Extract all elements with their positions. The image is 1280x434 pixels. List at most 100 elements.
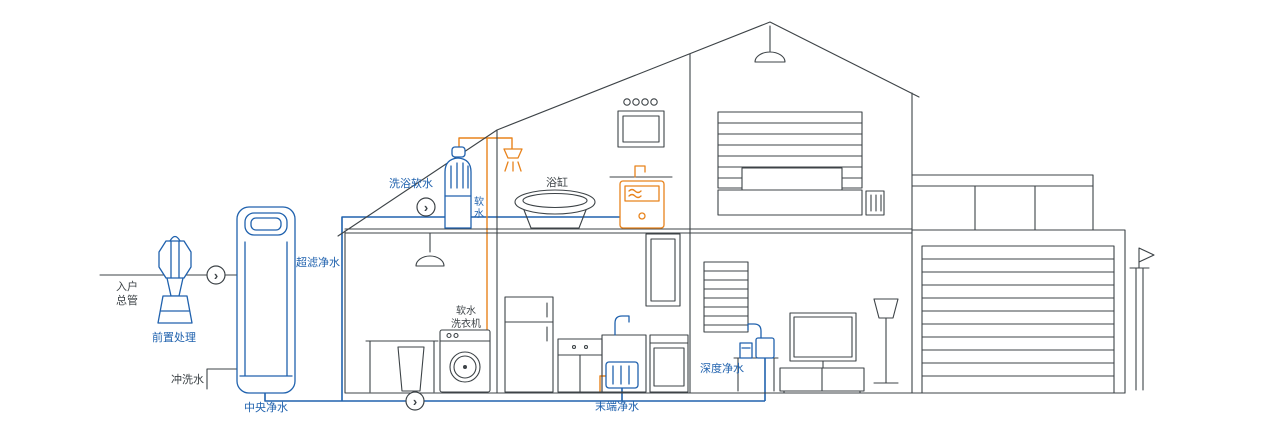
- bed-platform: [717, 189, 863, 216]
- cabinet-knob: [583, 344, 589, 350]
- central-purifier-screen: [250, 217, 282, 231]
- label-inlet-line2: 总管: [116, 293, 138, 307]
- label-washer-line1: 软水: [456, 304, 476, 317]
- desk: [365, 340, 439, 393]
- label-ultrafiltration: 超滤净水: [296, 255, 340, 269]
- soft-water-tank-waves: [628, 188, 642, 199]
- ultrafiltration-riser-pipe: [341, 216, 620, 401]
- washer-drum-center: [463, 365, 467, 369]
- flow-arrow-icon: ›: [424, 200, 428, 215]
- flow-marker: ›: [405, 391, 425, 411]
- pipes: [99, 137, 766, 402]
- vanity-faucet: [634, 165, 646, 178]
- wall-duct: [645, 233, 681, 307]
- soft-water-shower-pipe: [458, 137, 513, 149]
- living-pendant-lamp: [415, 232, 445, 267]
- walls-and-floors: [344, 53, 1126, 394]
- fridge-doors: [504, 302, 554, 342]
- softener-bottle: [444, 157, 472, 229]
- central-purifier-body: [236, 206, 296, 394]
- garage-roof-parapet: [911, 174, 1126, 394]
- water-equipment: [157, 146, 775, 394]
- pre-filter-waist: [166, 277, 184, 297]
- central-purifier-seams: [239, 241, 293, 377]
- bedroom-pendant-lamp: [754, 25, 786, 63]
- floor-lamp: [873, 298, 899, 384]
- soft-water-tank-body: [619, 180, 665, 229]
- label-bathtub: 浴缸: [546, 175, 568, 189]
- bathtub-pedestal: [523, 209, 587, 229]
- ro-cartridges: [612, 365, 630, 385]
- flow-arrow-icon: ›: [413, 394, 417, 409]
- shower-spray: [504, 161, 522, 172]
- mirror-cabinet: [617, 110, 665, 148]
- flow-arrow-icon: ›: [214, 268, 218, 283]
- headboard-slats: [717, 122, 863, 179]
- ro-feed-tube: [599, 375, 606, 392]
- dishwasher-door: [653, 347, 685, 387]
- roofline: [337, 21, 920, 237]
- labels: 入户 总管 前置处理 冲洗水 中央净水 超滤净水 洗浴软水 软 水 浴缸 软水 …: [116, 175, 744, 414]
- vent-pipe: [1129, 247, 1155, 391]
- label-soft-water-1: 软: [474, 195, 484, 208]
- label-inlet-line1: 入户: [116, 279, 138, 293]
- vanity-light: [641, 98, 649, 106]
- ro-purifier-unit: [605, 361, 639, 389]
- kitchen-faucet: [614, 315, 630, 336]
- flow-marker: ›: [416, 197, 436, 217]
- label-central-purifier: 中央净水: [244, 400, 288, 414]
- slatted-cabinet: [703, 261, 749, 333]
- bathtub-basin: [522, 192, 588, 209]
- washer-knob: [446, 332, 452, 339]
- bathtub-rim: [514, 189, 596, 215]
- house-structure: [337, 21, 1155, 394]
- label-washer-line2: 洗衣机: [451, 317, 481, 330]
- flow-marker: ›: [206, 265, 226, 285]
- slatted-cabinet-slats: [703, 270, 749, 326]
- washer-drum-inner: [453, 355, 477, 379]
- sink-cabinet: [601, 334, 647, 393]
- garage-door-slats: [921, 258, 1115, 377]
- soft-water-tank-knob: [638, 212, 646, 220]
- label-deep-purifier: 深度净水: [700, 361, 744, 375]
- water-dispenser-unit: [739, 323, 775, 359]
- label-flush-water: 冲洗水: [171, 372, 204, 386]
- tv: [789, 312, 857, 362]
- water-cup: [739, 342, 753, 359]
- bed-back: [741, 167, 843, 191]
- washing-machine: [439, 329, 491, 393]
- bedside-bin-slats: [870, 194, 882, 212]
- vanity-light: [650, 98, 658, 106]
- purified-water-bottom-pipe: [264, 393, 765, 402]
- garage-door: [921, 245, 1115, 394]
- label-prefilter: 前置处理: [152, 330, 196, 344]
- flush-pipe: [206, 368, 238, 390]
- kitchen-cabinet-doors: [557, 354, 603, 393]
- softener-detail: [444, 162, 472, 197]
- flow-markers: › › ›: [206, 197, 436, 411]
- dishwasher: [649, 334, 689, 393]
- label-soft-water-2: 水: [474, 208, 484, 220]
- soft-water-tank: [619, 180, 665, 229]
- vanity-light: [632, 98, 640, 106]
- label-terminal-purifier: 末端净水: [595, 399, 639, 413]
- softener-cap: [451, 146, 466, 158]
- furniture: [365, 25, 899, 394]
- shower-head-icon: [503, 148, 523, 159]
- wall-duct-inner: [650, 238, 676, 302]
- soft-water-tank-window: [624, 185, 660, 202]
- soft-water-fixtures: [503, 148, 665, 229]
- central-purifier-display: [244, 212, 288, 236]
- dispenser-body: [755, 337, 775, 359]
- fridge: [504, 296, 554, 393]
- ro-body: [605, 361, 639, 389]
- vanity-light: [623, 98, 631, 106]
- mirror-glass: [622, 115, 660, 143]
- cabinet-knob: [571, 344, 577, 350]
- label-bath-softener: 洗浴软水: [389, 176, 433, 190]
- bedside-bin: [865, 190, 885, 216]
- dispenser-faucet: [747, 323, 762, 339]
- washer-knob: [453, 332, 459, 339]
